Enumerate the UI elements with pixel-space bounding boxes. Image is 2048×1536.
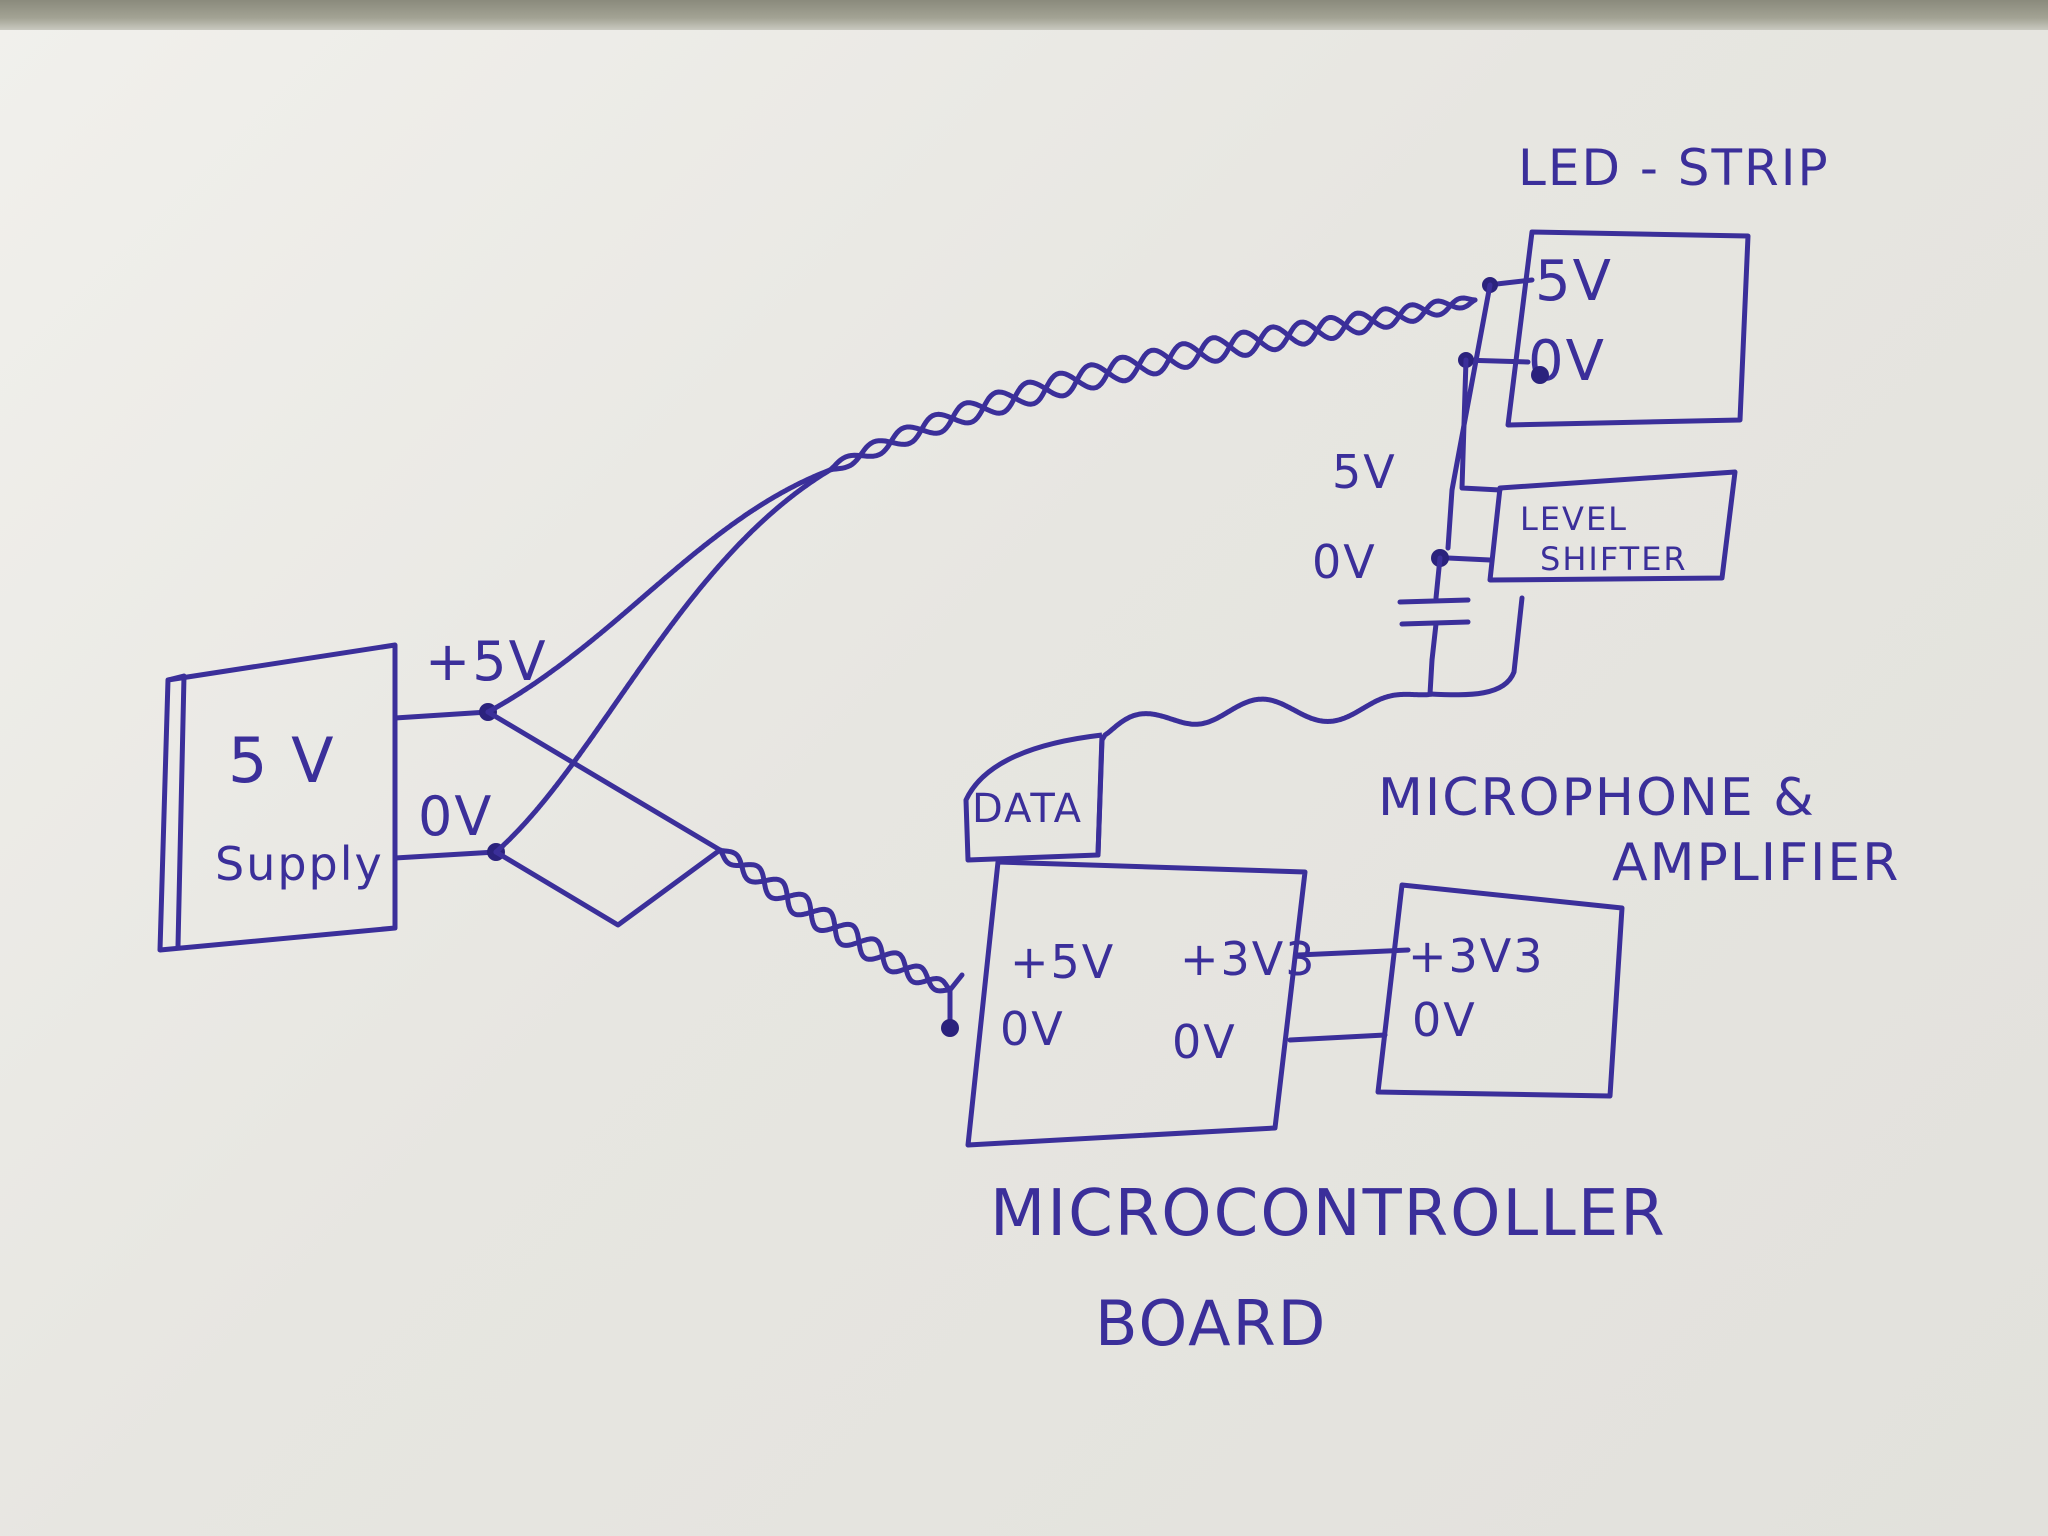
level-shifter-line1: LEVEL (1520, 500, 1628, 538)
microcontroller-block: +5V 0V +3V3 0V (965, 859, 1317, 1148)
mcu-3v3-wire (1295, 947, 1411, 958)
mic-3v3-pin: +3V3 (1408, 929, 1545, 983)
mcu-0v-junction (941, 1019, 959, 1037)
data-signal-wire (1095, 691, 1435, 858)
shifter-data-out (1427, 595, 1525, 698)
mic-title-line2: AMPLIFIER (1612, 833, 1900, 893)
twisted-pair-led-strand-b (493, 297, 1478, 855)
decoupling-capacitor (1397, 555, 1471, 663)
mcu-0v-mic-wire (1287, 1032, 1388, 1043)
mcu-0v-pin: 0V (1000, 1002, 1065, 1056)
mcu-0v-right-pin: 0V (1172, 1015, 1237, 1069)
led-strip-5v-pin: 5V (1535, 249, 1613, 314)
supply-label-line2: Supply (215, 837, 384, 891)
mcu-title-line1: MICROCONTROLLER (990, 1177, 1667, 1251)
mcu-5v-pin: +5V (1010, 935, 1115, 989)
shifter-0v-label: 0V (1312, 535, 1377, 589)
supply-plus5v-wire (392, 709, 491, 721)
shifter-0v-stub (1445, 555, 1493, 563)
twisted-pair-mcu-strand-b (493, 847, 953, 1031)
mcu-3v3-pin: +3V3 (1180, 932, 1317, 986)
led-strip-block: 5V 0V (1505, 229, 1751, 428)
level-shifter-block: LEVEL SHIFTER (1487, 469, 1738, 583)
supply-plus5v-label: +5V (425, 630, 548, 693)
mic-title-line1: MICROPHONE & (1378, 768, 1816, 828)
supply-0v-label: 0V (418, 785, 493, 848)
shifter-5v-label: 5V (1332, 445, 1397, 499)
led-0v-drop (1459, 357, 1503, 493)
led-strip-0v-pin: 0V (1528, 329, 1606, 394)
led-5v-drop (1445, 282, 1493, 551)
led-strip-title: LED - STRIP (1518, 139, 1830, 197)
supply-label-line1: 5 V (228, 724, 336, 797)
microphone-block: +3V3 0V (1375, 882, 1625, 1099)
led-0v-pin-dot (1531, 366, 1549, 384)
mcu-data-label: DATA (972, 786, 1083, 832)
level-shifter-line2: SHIFTER (1540, 540, 1688, 578)
supply-0v-wire (392, 849, 499, 861)
supply-block: 5 V Supply (157, 642, 398, 953)
mic-0v-pin: 0V (1412, 993, 1477, 1047)
mcu-title-line2: BOARD (1095, 1287, 1327, 1360)
tape-strip (0, 0, 2048, 30)
mcu-data-block: DATA (963, 732, 1105, 863)
twisted-pair-led-strand-a (485, 295, 1478, 715)
